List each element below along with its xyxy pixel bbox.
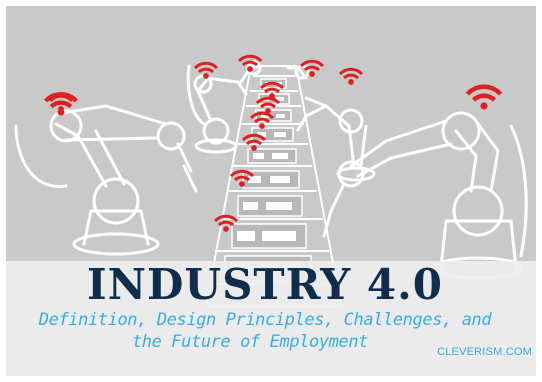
robot-arm-right-back — [296, 96, 376, 182]
robot-arm-right — [322, 111, 528, 280]
wifi-signal-icon — [338, 67, 364, 86]
robot-arm-left-back — [186, 64, 248, 154]
poster-image — [6, 6, 536, 376]
title-banner — [6, 261, 536, 376]
robot-arm-left — [14, 104, 198, 256]
poster-subtitle-line2: the Future of Employment — [131, 332, 369, 352]
brand-watermark: CLEVERISM.COM — [437, 346, 532, 358]
poster-title: INDUSTRY 4.0 — [87, 260, 443, 309]
poster-subtitle-line1: Definition, Design Principles, Challenge… — [38, 310, 492, 330]
